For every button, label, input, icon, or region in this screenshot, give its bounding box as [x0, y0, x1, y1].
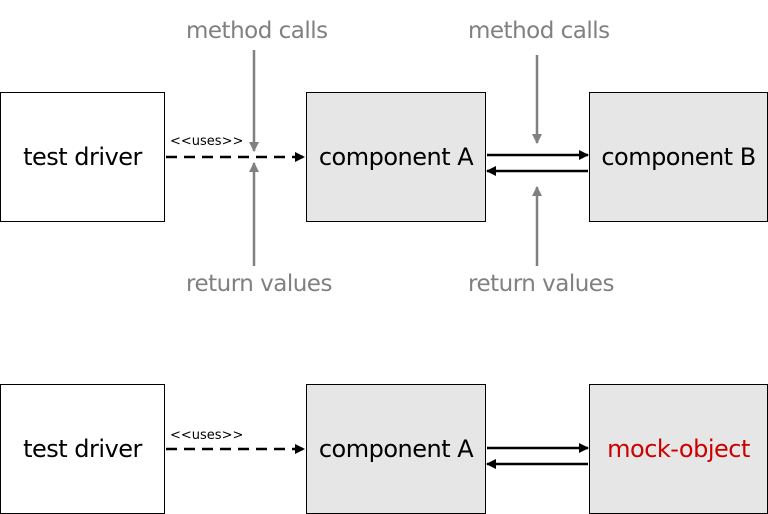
test-driver-box-bottom: test driver: [0, 384, 165, 514]
test-driver-box-top: test driver: [0, 92, 165, 222]
method-calls-label-left: method calls: [186, 18, 328, 44]
return-values-label-right: return values: [468, 271, 614, 297]
component-a-label-bottom: component A: [318, 435, 474, 463]
method-calls-label-right: method calls: [468, 18, 610, 44]
uses-label-top: <<uses>>: [170, 134, 244, 149]
mock-object-box: mock-object: [589, 384, 768, 514]
component-b-box: component B: [589, 92, 768, 222]
component-a-box-top: component A: [306, 92, 486, 222]
mock-object-label: mock-object: [607, 435, 750, 463]
uses-label-bottom: <<uses>>: [170, 428, 244, 443]
component-a-box-bottom: component A: [306, 384, 486, 514]
test-driver-label-bottom: test driver: [23, 435, 142, 463]
component-a-label-top: component A: [318, 143, 474, 171]
test-driver-label-top: test driver: [23, 143, 142, 171]
component-b-label: component B: [601, 143, 756, 171]
return-values-label-left: return values: [186, 271, 332, 297]
